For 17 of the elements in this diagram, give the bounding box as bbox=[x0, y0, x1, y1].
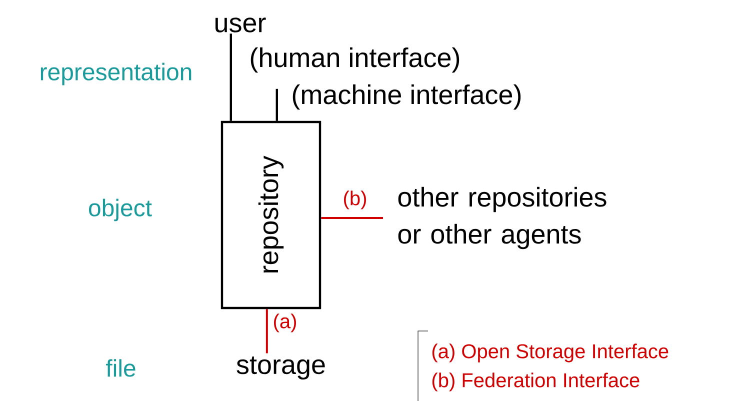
edge-label: (human interface) bbox=[250, 47, 460, 73]
connector-line bbox=[276, 88, 278, 121]
edge-label: (b) bbox=[344, 190, 366, 210]
user-label: user bbox=[216, 18, 266, 32]
edge-label: (machine interface) bbox=[292, 84, 521, 110]
connector-line bbox=[266, 309, 268, 354]
layer-label: representation bbox=[40, 62, 192, 86]
legend-text: (a) Open Storage Interface bbox=[432, 344, 668, 362]
storage-label: storage bbox=[236, 356, 325, 380]
legend-text: (b) Federation Interface bbox=[432, 372, 640, 392]
edge-label: (a) bbox=[274, 314, 296, 332]
layer-label: file bbox=[106, 359, 136, 377]
layer-label: object bbox=[89, 198, 152, 222]
connector-line bbox=[230, 34, 232, 121]
agents-label: other repositories or other agents bbox=[398, 186, 606, 250]
connector-line bbox=[321, 217, 383, 219]
repository-box: repository bbox=[220, 120, 322, 310]
